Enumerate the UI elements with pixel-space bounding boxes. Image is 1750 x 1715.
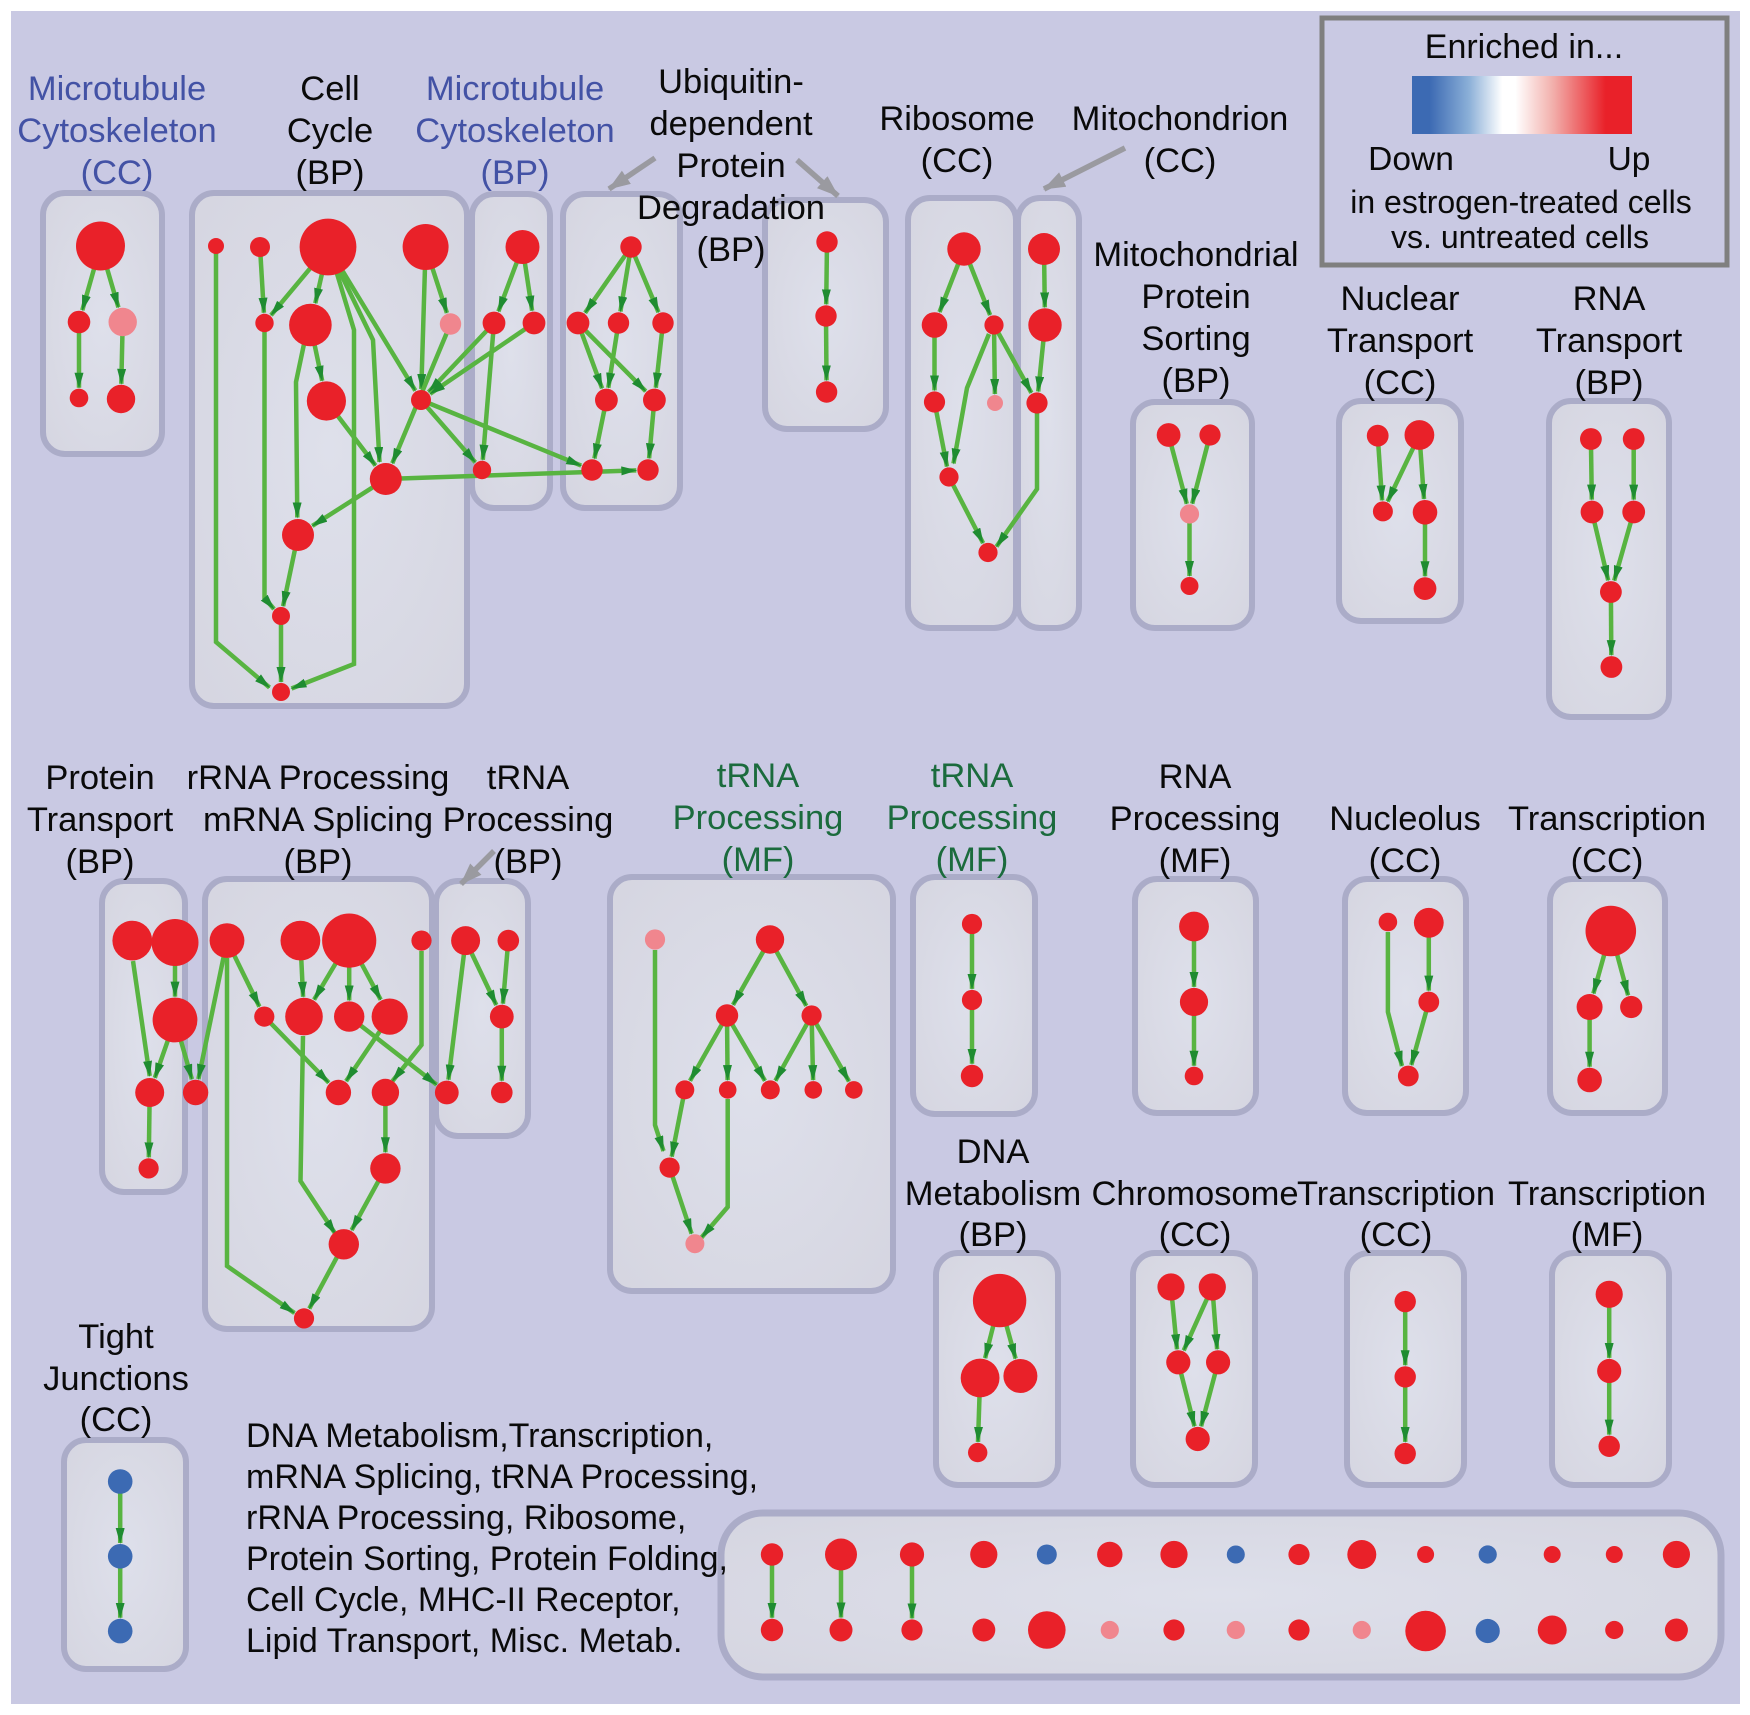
svg-text:in estrogen-treated cells: in estrogen-treated cells: [1350, 184, 1692, 220]
svg-text:Transcription(CC): Transcription(CC): [1508, 800, 1706, 880]
svg-text:Up: Up: [1608, 141, 1651, 178]
svg-text:DNA Metabolism,Transcription,m: DNA Metabolism,Transcription,mRNA Splici…: [246, 1417, 758, 1660]
svg-text:Transcription(MF): Transcription(MF): [1508, 1175, 1706, 1254]
svg-text:Ribosome(CC): Ribosome(CC): [879, 100, 1034, 180]
svg-text:vs. untreated cells: vs. untreated cells: [1391, 219, 1649, 255]
svg-text:Enriched in...: Enriched in...: [1425, 28, 1623, 66]
svg-text:Transcription(CC): Transcription(CC): [1297, 1175, 1495, 1254]
svg-text:Down: Down: [1368, 141, 1454, 178]
svg-text:Mitochondrion(CC): Mitochondrion(CC): [1072, 100, 1289, 180]
svg-text:Nucleolus(CC): Nucleolus(CC): [1329, 800, 1481, 880]
svg-text:Chromosome(CC): Chromosome(CC): [1091, 1175, 1298, 1254]
